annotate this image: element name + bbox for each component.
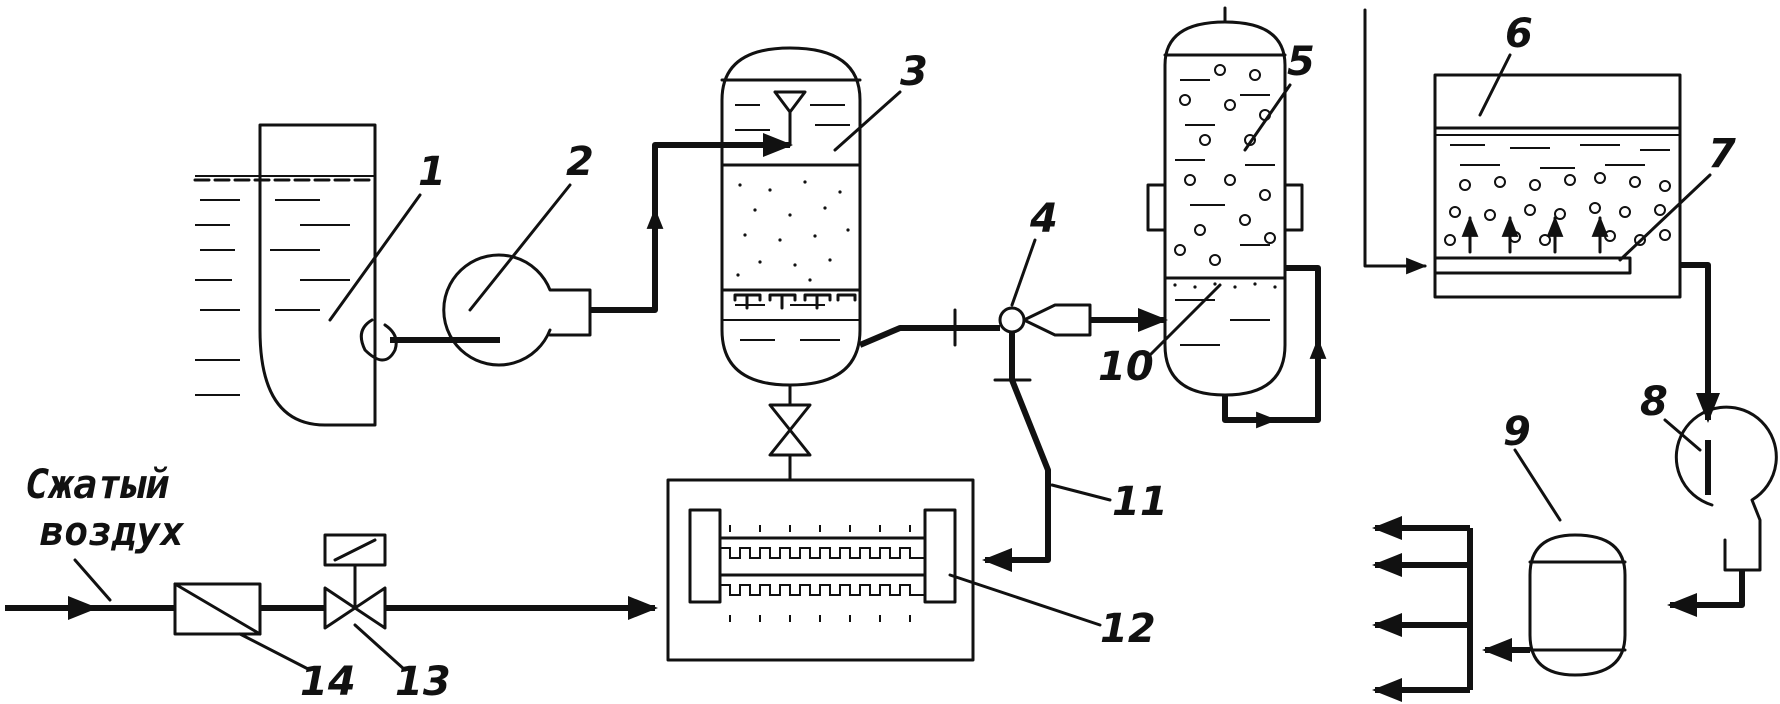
caption-line-1: Сжатый [25,462,170,508]
air-reservoir-12 [666,478,975,662]
label-6: 6 [1505,11,1533,57]
pump-8 [1667,262,1778,617]
air-supply-line [5,533,658,636]
label-2: 2 [566,139,594,185]
flotation-tank-5 [1146,6,1327,429]
water-tank-1 [193,123,398,427]
diffuser-7 [1363,8,1632,275]
ejector-4 [858,303,1168,348]
leader-lines [238,53,1712,672]
label-11: 11 [1112,479,1168,525]
air-pipe-11 [982,332,1051,572]
label-3: 3 [900,49,928,95]
label-5: 5 [1287,39,1315,85]
label-14: 14 [300,659,356,704]
label-13: 13 [395,659,451,704]
aeration-tank-6 [1433,73,1682,299]
label-10: 10 [1098,344,1154,390]
label-7: 7 [1708,131,1736,177]
caption-leader [73,558,112,602]
label-4: 4 [1029,196,1058,242]
label-1: 1 [418,149,446,195]
label-8: 8 [1640,379,1668,425]
label-9: 9 [1503,409,1531,455]
caption-line-2: воздух [40,509,185,555]
filter-column-3 [720,46,862,482]
receiver-9 [1372,516,1627,702]
label-12: 12 [1100,606,1156,652]
